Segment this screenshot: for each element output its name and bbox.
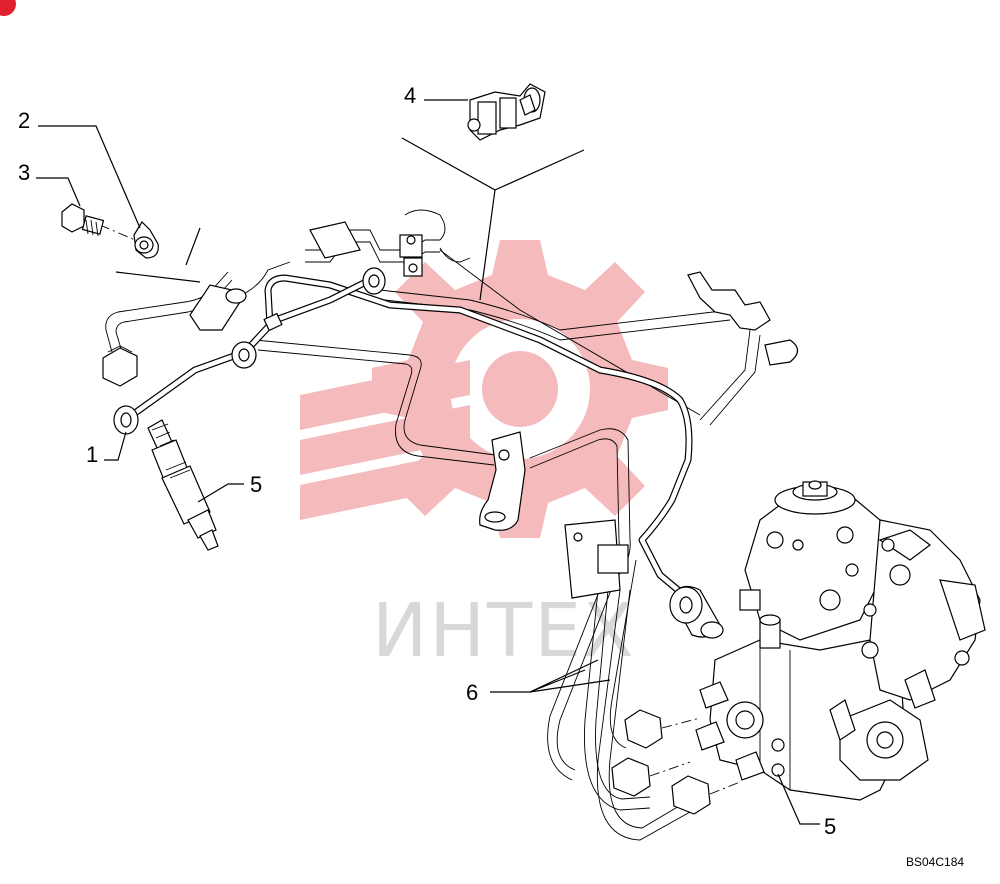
clamp-icon — [467, 83, 546, 141]
callout-2: 2 — [18, 108, 30, 133]
watermark-text: ИНТЕХ — [372, 588, 636, 674]
watermark-logo-icon — [300, 240, 668, 538]
leak-off-pipe — [113, 267, 724, 639]
banjo-fitting — [99, 221, 159, 259]
injection-pump-icon — [611, 480, 986, 815]
banjo-bolt-icon — [61, 203, 105, 237]
corner-badge-icon — [0, 0, 16, 16]
callout-4: 4 — [404, 83, 416, 108]
pipe-assembly — [102, 209, 799, 841]
callout-5-pump: 5 — [824, 814, 836, 839]
drawing-code: BS04C184 — [906, 855, 964, 869]
callout-3: 3 — [18, 160, 30, 185]
callout-1: 1 — [86, 442, 98, 467]
fuel-injector-icon — [147, 419, 219, 551]
leader-lines — [36, 99, 820, 825]
callout-6: 6 — [466, 680, 478, 705]
callout-5-injector: 5 — [250, 472, 262, 497]
